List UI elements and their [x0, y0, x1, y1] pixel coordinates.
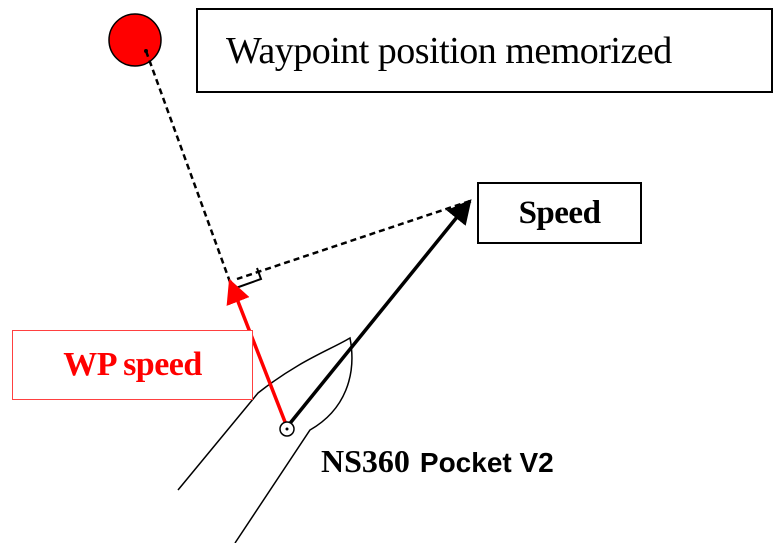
wp-speed-text: WP speed — [63, 346, 202, 383]
waypoint-memorized-text: Waypoint position memorized — [226, 29, 672, 72]
speed-text: Speed — [518, 194, 601, 231]
wp-speed-vector-arrow — [226, 278, 289, 428]
bearing-to-waypoint-line — [144, 50, 232, 283]
wp-speed-label: WP speed — [12, 330, 253, 400]
waypoint-marker-icon — [108, 13, 162, 67]
device-name: NS360 — [321, 443, 410, 479]
device-position-dot — [285, 427, 289, 431]
speed-label: Speed — [477, 182, 642, 244]
speed-vector-arrow — [285, 199, 472, 429]
speed-projection-line — [236, 199, 471, 281]
device-model: Pocket V2 — [419, 447, 554, 478]
device-label: NS360 Pocket V2 — [321, 443, 554, 480]
boat-hull-icon — [177, 336, 353, 543]
waypoint-memorized-label: Waypoint position memorized — [196, 8, 773, 93]
